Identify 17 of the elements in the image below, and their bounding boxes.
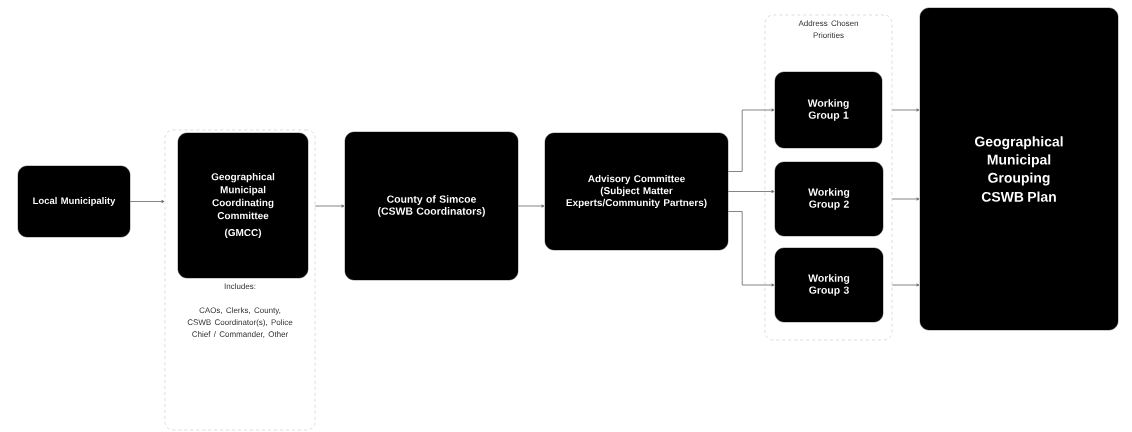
- process-box: Working Group 3: [774, 247, 884, 323]
- arrow: [314, 204, 345, 208]
- process-box: Geographical Municipal Coordinating Committee (GMCC): [177, 132, 309, 279]
- process-box: Working Group 2: [774, 161, 884, 237]
- arrow: [727, 190, 775, 193]
- arrow: [891, 197, 920, 201]
- process-box: Local Municipality: [17, 165, 131, 238]
- arrow: [129, 200, 165, 203]
- process-box: County of Simcoe (CSWB Coordinators): [344, 131, 519, 281]
- arrow: [891, 108, 920, 112]
- process-box: Advisory Committee (Subject Matter Experts/Community Partners): [544, 132, 729, 251]
- process-box: Geographical Municipal Grouping CSWB Plan: [919, 7, 1119, 331]
- process-box: Working Group 1: [774, 71, 883, 149]
- arrow: [727, 108, 775, 172]
- arrow: [517, 204, 545, 208]
- arrow: [727, 211, 775, 287]
- arrow: [891, 283, 920, 287]
